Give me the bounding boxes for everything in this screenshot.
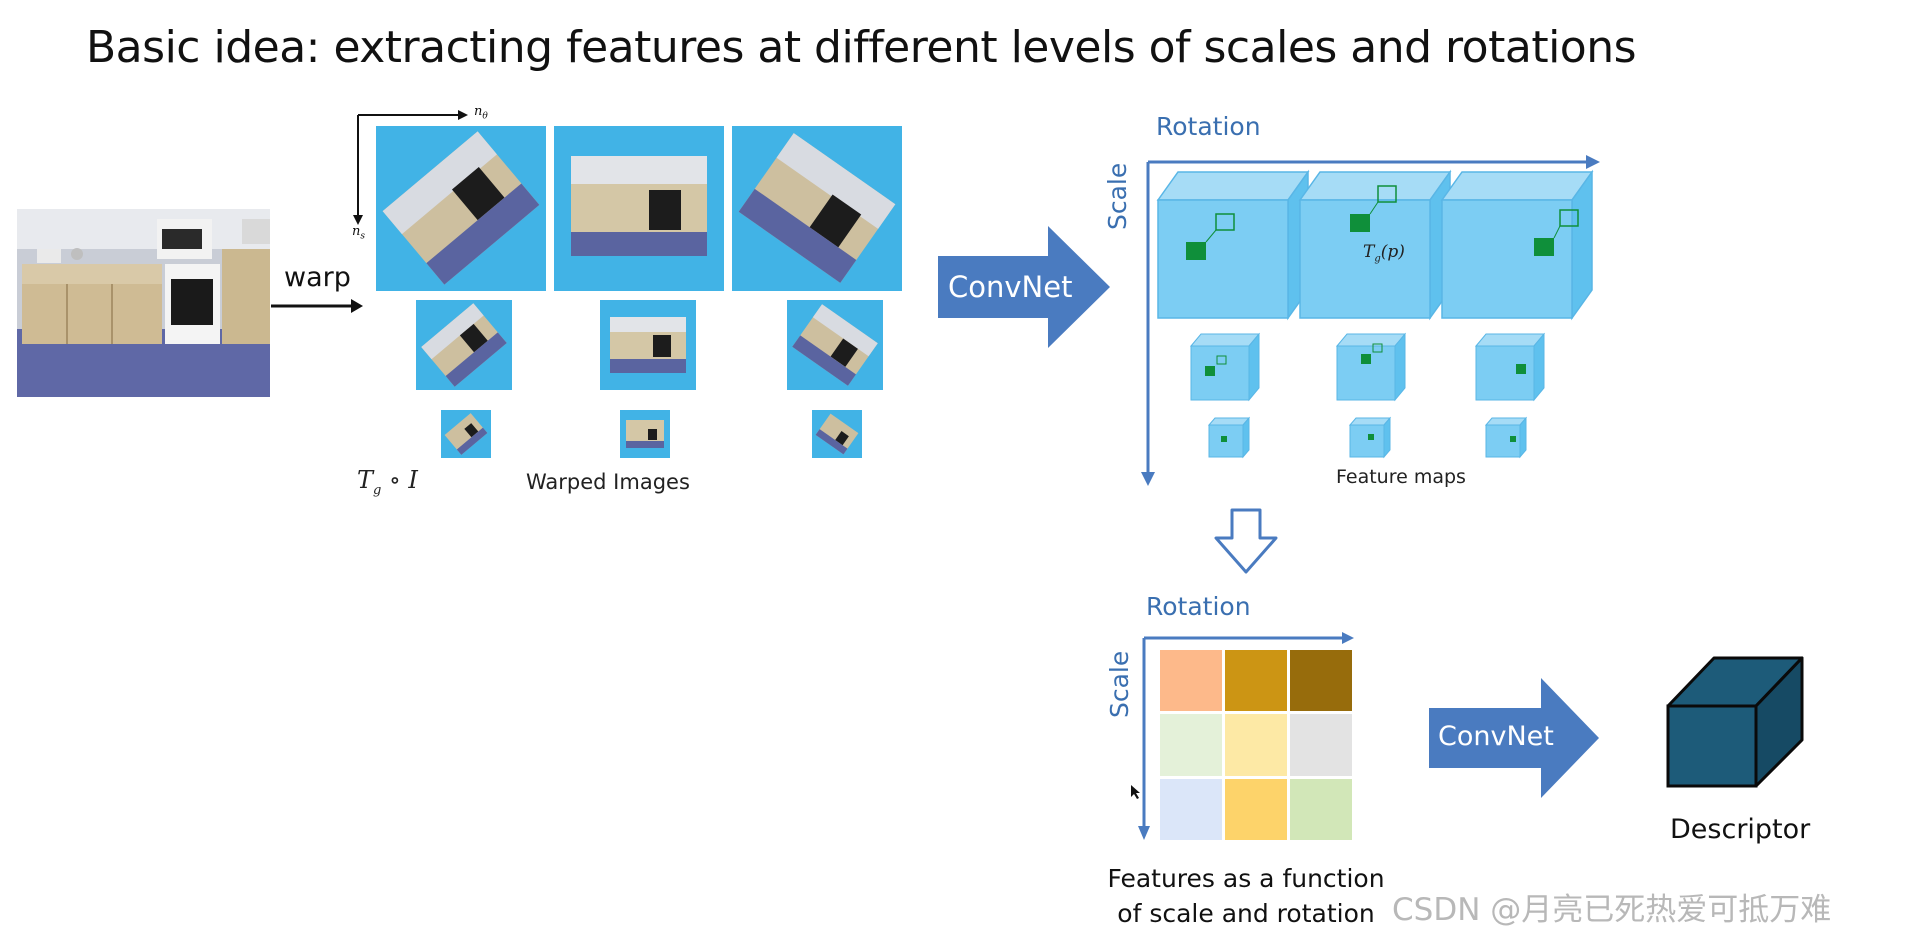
grid-axes <box>1138 632 1354 840</box>
warp-arrow <box>271 299 363 313</box>
feature-grid <box>1160 650 1352 840</box>
feature-cube-small-2 <box>1348 416 1392 459</box>
convnet-arrow-1 <box>938 226 1110 348</box>
warped-image-r1c3 <box>732 126 902 291</box>
grid-caption-line1: Features as a function <box>1107 864 1385 893</box>
warp-formula: Tg ∘ I <box>357 466 418 498</box>
watermark: CSDN @月亮已死热爱可抵万难 <box>1392 892 1832 928</box>
grid-cell-r1c2 <box>1225 650 1287 712</box>
grid-cell-r1c1 <box>1160 650 1222 712</box>
fm-rotation-label: Rotation <box>1156 112 1261 141</box>
warped-image-r3c3 <box>812 410 862 458</box>
warped-image-r3c2 <box>620 410 670 458</box>
grid-cell-r2c1 <box>1160 714 1222 776</box>
grid-scale-label: Scale <box>1105 650 1134 718</box>
warped-image-r2c1 <box>416 300 512 390</box>
grid-caption-line2: of scale and rotation <box>1117 899 1375 928</box>
warped-image-r3c1 <box>441 410 491 458</box>
warp-label: warp <box>284 262 351 293</box>
feature-cube-medium-2 <box>1335 332 1407 402</box>
warped-image-r1c1 <box>376 126 546 291</box>
slide-title: Basic idea: extracting features at diffe… <box>86 22 1637 73</box>
warped-images-caption: Warped Images <box>526 470 690 494</box>
axis-theta-label: nθ <box>474 104 488 122</box>
warped-image-r2c3 <box>787 300 883 390</box>
input-kitchen-image <box>17 209 270 397</box>
warped-image-r2c2 <box>600 300 696 390</box>
convnet-label-1: ConvNet <box>948 270 1073 304</box>
grid-cell-r3c2 <box>1225 778 1287 840</box>
descriptor-icon <box>1666 656 1804 788</box>
convnet-arrow-2 <box>1429 678 1599 798</box>
feature-cube-large-1 <box>1156 169 1310 321</box>
feature-cube-medium-3 <box>1474 332 1546 402</box>
feature-cube-small-3 <box>1484 416 1528 459</box>
mouse-cursor-icon <box>1131 785 1140 799</box>
grid-cell-r3c1 <box>1160 778 1222 840</box>
feature-cube-large-3 <box>1440 169 1594 321</box>
down-arrow-icon <box>1214 508 1278 574</box>
grid-cell-r3c3 <box>1290 778 1352 840</box>
grid-rotation-label: Rotation <box>1146 592 1251 621</box>
feature-maps-caption: Feature maps <box>1336 466 1466 488</box>
convnet-label-2: ConvNet <box>1438 721 1554 752</box>
descriptor-label: Descriptor <box>1670 814 1811 845</box>
feature-cube-medium-1 <box>1189 332 1261 402</box>
grid-caption: Features as a function of scale and rota… <box>1106 864 1386 928</box>
warped-image-r1c2 <box>554 126 724 291</box>
grid-cell-r2c2 <box>1225 714 1287 776</box>
fm-scale-label: Scale <box>1103 162 1132 230</box>
fm-axes <box>1141 155 1600 486</box>
grid-cell-r1c3 <box>1290 650 1352 712</box>
feature-cube-small-1 <box>1207 416 1251 459</box>
warp-axes <box>353 110 468 225</box>
grid-cell-r2c3 <box>1290 714 1352 776</box>
axis-s-label: ns <box>352 224 365 242</box>
feature-cube-large-2 <box>1298 169 1452 321</box>
tg-p-label: Tg(p) <box>1363 242 1405 265</box>
